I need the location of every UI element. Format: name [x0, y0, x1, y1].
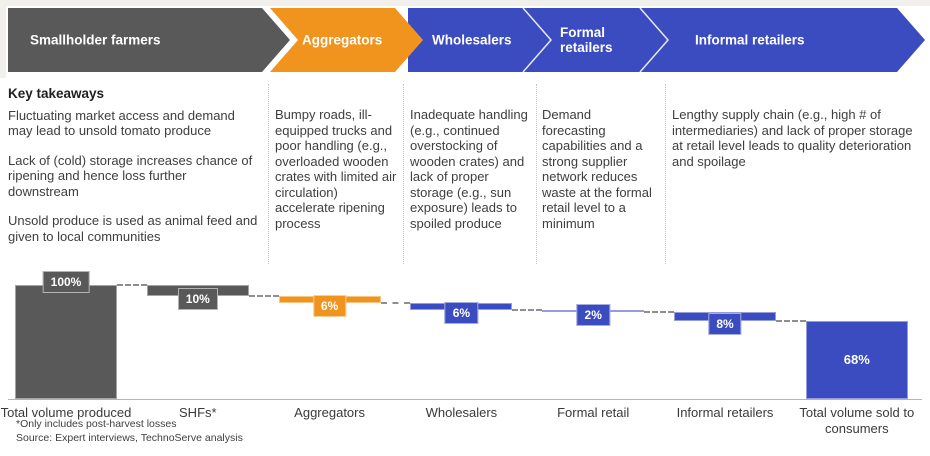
connector-line	[512, 309, 543, 312]
waterfall-bar-2: 6%	[278, 295, 381, 318]
stage-label-wholesalers: Wholesalers	[432, 32, 512, 48]
column-divider	[536, 84, 537, 264]
connector-line	[776, 320, 806, 323]
stage-band: Smallholder farmers Aggregators Wholesal…	[0, 0, 930, 80]
waterfall-bar-1: 10%	[146, 285, 249, 311]
connector-line	[117, 284, 147, 286]
waterfall-bar-0: 100%	[15, 271, 117, 399]
stage-chevron-smallholder-farmers	[8, 8, 290, 72]
connector-line	[248, 295, 279, 298]
bar-value-label: 100%	[42, 271, 90, 293]
footnote-source: Source: Expert interviews, TechnoServe a…	[16, 432, 243, 444]
takeaways-column-smallholder: Key takeaways Fluctuating market access …	[8, 86, 260, 258]
column-divider	[268, 84, 269, 264]
page-edge-left	[0, 0, 6, 78]
waterfall-bar-3: 6%	[410, 302, 513, 325]
stage-separator-2	[639, 7, 669, 73]
category-label: Aggregators	[294, 405, 365, 420]
takeaways-title: Key takeaways	[8, 86, 105, 101]
stage-chevrons	[8, 7, 925, 73]
category-label: Total volume sold to consumers	[799, 405, 915, 436]
bar-value-label: 6%	[312, 295, 347, 318]
stage-separator-1	[522, 7, 552, 73]
bar-value-label: 2%	[576, 304, 610, 327]
takeaway-text: Demand forecasting capabilities and a st…	[542, 107, 652, 231]
takeaways-column-formal-retail: Demand forecasting capabilities and a st…	[542, 86, 656, 245]
category-label: Informal retailers	[676, 405, 774, 420]
stage-label-smallholder-farmers: Smallholder farmers	[30, 32, 161, 48]
waterfall-bar-4: 2%	[542, 304, 645, 327]
category-label: Wholesalers	[425, 405, 498, 420]
takeaway-text: Fluctuating market access and demand may…	[8, 107, 235, 139]
takeaways-column-informal-retail: Lengthy supply chain (e.g., high # of in…	[672, 86, 922, 183]
connector-line	[644, 311, 674, 314]
category-label: SHFs*	[179, 405, 217, 420]
bar-value-label: 8%	[708, 313, 742, 336]
footnote-note: *Only includes post-harvest losses	[16, 418, 177, 430]
takeaway-text: Lengthy supply chain (e.g., high # of in…	[672, 107, 913, 169]
stage-label-aggregators: Aggregators	[302, 32, 383, 48]
bar-value-label: 68%	[843, 352, 870, 368]
category-label: Formal retail	[557, 405, 630, 420]
waterfall-bar-6: 68%	[805, 321, 908, 399]
bar-value-label: 10%	[177, 288, 218, 311]
stage-chevron-aggregators	[270, 8, 423, 72]
takeaways-column-wholesalers: Inadequate handling (e.g., continued ove…	[410, 86, 530, 245]
page-edge-top	[0, 0, 930, 6]
bar-value-label: 6%	[444, 302, 479, 325]
waterfall-chart: 100% Total volume produced 10% SHFs* 6% Aggre…	[0, 260, 930, 436]
stage-label-formal-retailers: Formal retailers	[560, 25, 613, 55]
takeaway-text: Unsold produce is used as animal feed an…	[8, 213, 258, 244]
stage-label-informal-retailers: Informal retailers	[695, 32, 805, 48]
takeaways-column-aggregators: Bumpy roads, ill-equipped trucks and poo…	[275, 86, 397, 245]
takeaway-text: Inadequate handling (e.g., continued ove…	[410, 107, 528, 231]
takeaway-text: Lack of (cold) storage increases chance …	[8, 152, 253, 199]
waterfall-bar-5: 8%	[674, 312, 776, 336]
takeaway-text: Bumpy roads, ill-equipped trucks and poo…	[275, 107, 397, 231]
connector-line	[380, 302, 411, 305]
x-axis-line	[8, 399, 922, 400]
category-label: Total volume produced	[0, 405, 132, 420]
column-divider	[403, 84, 404, 264]
column-divider	[665, 84, 666, 264]
